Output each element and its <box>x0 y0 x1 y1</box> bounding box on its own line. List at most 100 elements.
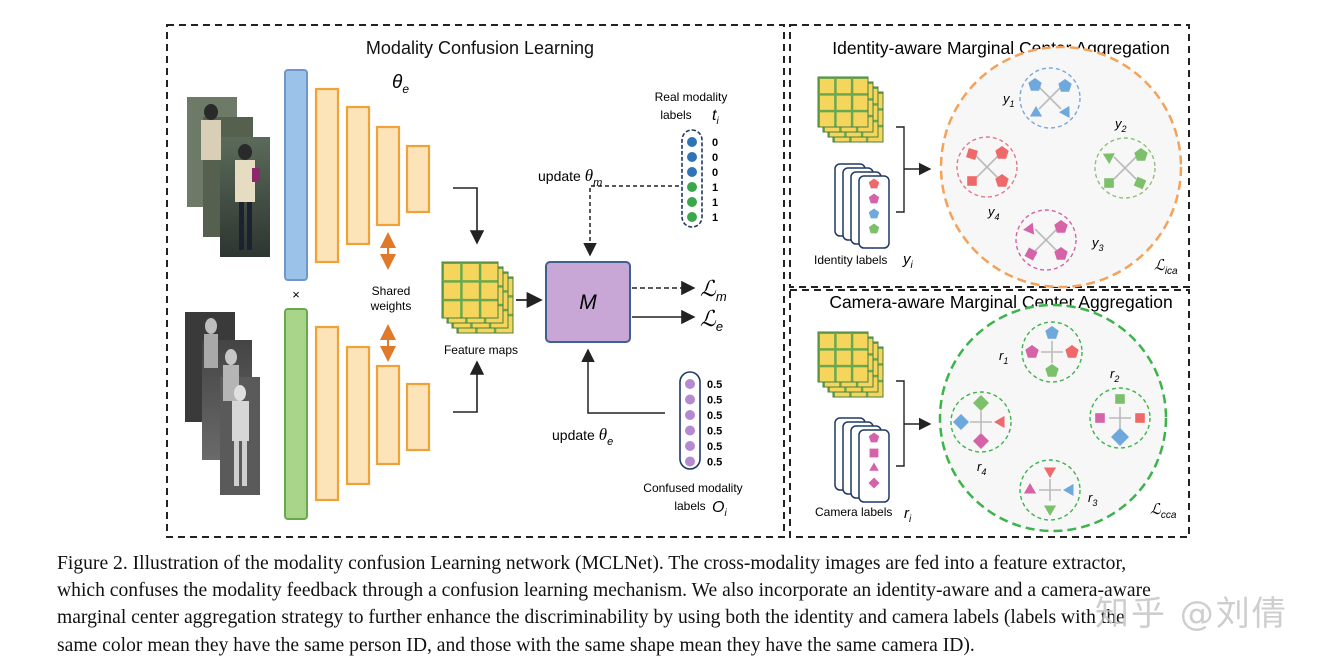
caption-line: same color mean they have the same perso… <box>57 634 975 656</box>
cluster-label: r2 <box>1110 366 1119 384</box>
pentagon-marker <box>1025 345 1039 358</box>
shared-weights-label-2: weights <box>370 299 412 313</box>
real-label-dot <box>687 152 697 162</box>
pentagon-marker <box>1054 220 1068 233</box>
rgb-encoder-layers <box>314 87 431 264</box>
real-label-dot <box>687 182 697 192</box>
real-label-value: 0 <box>712 167 718 179</box>
real-labels-title-1: Real modality <box>655 90 728 104</box>
ir-image-stack <box>185 312 260 495</box>
confused-label-value: 0.5 <box>707 457 722 469</box>
triangle-marker <box>1043 505 1057 516</box>
real-labels-var: ti <box>712 107 719 127</box>
diamond-marker <box>1111 428 1129 446</box>
pentagon-marker <box>868 193 880 204</box>
theta-e-label: θe <box>392 72 409 96</box>
triangle-marker <box>994 415 1005 428</box>
pentagon-marker <box>995 174 1009 187</box>
arrow-ir-to-features <box>453 360 485 413</box>
cluster-label: r1 <box>999 348 1008 366</box>
square-marker <box>1104 178 1114 188</box>
ica-big-circle <box>939 45 1183 289</box>
confused-label-value: 0.5 <box>707 441 722 453</box>
ica-labels-text: Identity labels <box>814 253 887 267</box>
cca-bracket <box>896 380 905 467</box>
confused-label-value: 0.5 <box>707 426 722 438</box>
caption-line: which confuses the modality feedback thr… <box>57 580 1151 602</box>
square-marker <box>1115 394 1125 404</box>
pentagon-marker <box>1134 148 1148 161</box>
diamond-marker <box>973 395 989 411</box>
feature-maps <box>441 261 514 334</box>
real-label-dot <box>687 212 697 222</box>
ica-loss: ℒica <box>1154 257 1178 277</box>
mcl-title: Modality Confusion Learning <box>366 38 594 58</box>
ir-encoder-layers <box>314 325 431 502</box>
confused-label-dot <box>685 456 695 467</box>
cca-panel <box>789 289 1190 538</box>
square-marker <box>965 147 979 161</box>
square-marker <box>1133 176 1147 190</box>
ica-feature-maps <box>817 76 884 143</box>
pentagon-marker <box>1028 78 1042 91</box>
real-label-value: 1 <box>712 182 718 194</box>
arrow-update-theta-m <box>583 185 679 257</box>
real-label-dot <box>687 197 697 207</box>
real-label-dot <box>687 137 697 147</box>
caption-line: Figure 2. Illustration of the modality c… <box>57 553 1127 574</box>
pentagon-marker <box>995 146 1009 159</box>
ica-panel <box>789 24 1190 288</box>
arrow-update-theta-e <box>581 348 665 414</box>
update-theta-e-label: update θe <box>552 425 613 448</box>
confused-label-dot <box>685 379 695 389</box>
loss-m-label: ℒm <box>700 276 727 304</box>
pentagon-marker <box>868 223 880 234</box>
pentagon-marker <box>1045 326 1059 339</box>
triangle-marker <box>869 462 879 471</box>
cca-labels-var: ri <box>904 505 912 525</box>
confused-label-value: 0.5 <box>707 410 722 422</box>
watermark: 知乎 @刘倩 <box>1095 594 1288 634</box>
confused-label-value: 0.5 <box>707 395 722 407</box>
confused-labels-title-1: Confused modality <box>643 481 742 495</box>
ica-label-cards <box>834 163 890 249</box>
pentagon-marker <box>868 178 880 189</box>
real-label-value: 0 <box>712 152 718 164</box>
confused-label-value: 0.5 <box>707 379 722 391</box>
cluster-label: r4 <box>977 459 986 477</box>
m-module <box>545 261 631 343</box>
pentagon-marker <box>868 208 880 219</box>
figure-diagram: Modality Confusion Learning × <box>166 24 1190 538</box>
diamond-marker <box>868 477 880 489</box>
pentagon-marker <box>1045 364 1059 377</box>
square-marker <box>869 448 879 458</box>
triangle-marker <box>1063 483 1074 496</box>
real-labels-column <box>681 129 703 228</box>
real-label-dot <box>687 167 697 177</box>
square-marker <box>967 176 977 186</box>
real-label-value: 1 <box>712 197 718 209</box>
real-label-value: 1 <box>712 212 718 224</box>
ica-labels-var: yi <box>902 251 914 271</box>
ica-bracket <box>896 126 905 213</box>
confused-labels-title-2: labels <box>674 499 705 513</box>
rgb-input-bar <box>284 69 308 281</box>
confused-label-dot <box>685 394 695 405</box>
cca-clusters: r1 r2 r4 r3 <box>950 321 1151 521</box>
diamond-marker <box>973 433 989 449</box>
confused-label-dot <box>685 410 695 420</box>
ica-title: Identity-aware Marginal Center Aggregati… <box>832 38 1170 58</box>
triangle-marker <box>1029 106 1043 117</box>
cca-title: Camera-aware Marginal Center Aggregation <box>829 292 1172 312</box>
figure-caption: Figure 2. Illustration of the modality c… <box>57 550 1307 659</box>
pentagon-marker <box>1058 79 1072 92</box>
real-label-dots <box>687 137 697 222</box>
cluster-label: r3 <box>1088 490 1097 508</box>
triangle-marker <box>1023 483 1037 494</box>
feature-maps-label: Feature maps <box>444 343 518 357</box>
triangle-marker <box>1023 222 1035 235</box>
triangle-marker <box>1059 105 1070 118</box>
confused-labels-var: Oi <box>712 499 727 519</box>
